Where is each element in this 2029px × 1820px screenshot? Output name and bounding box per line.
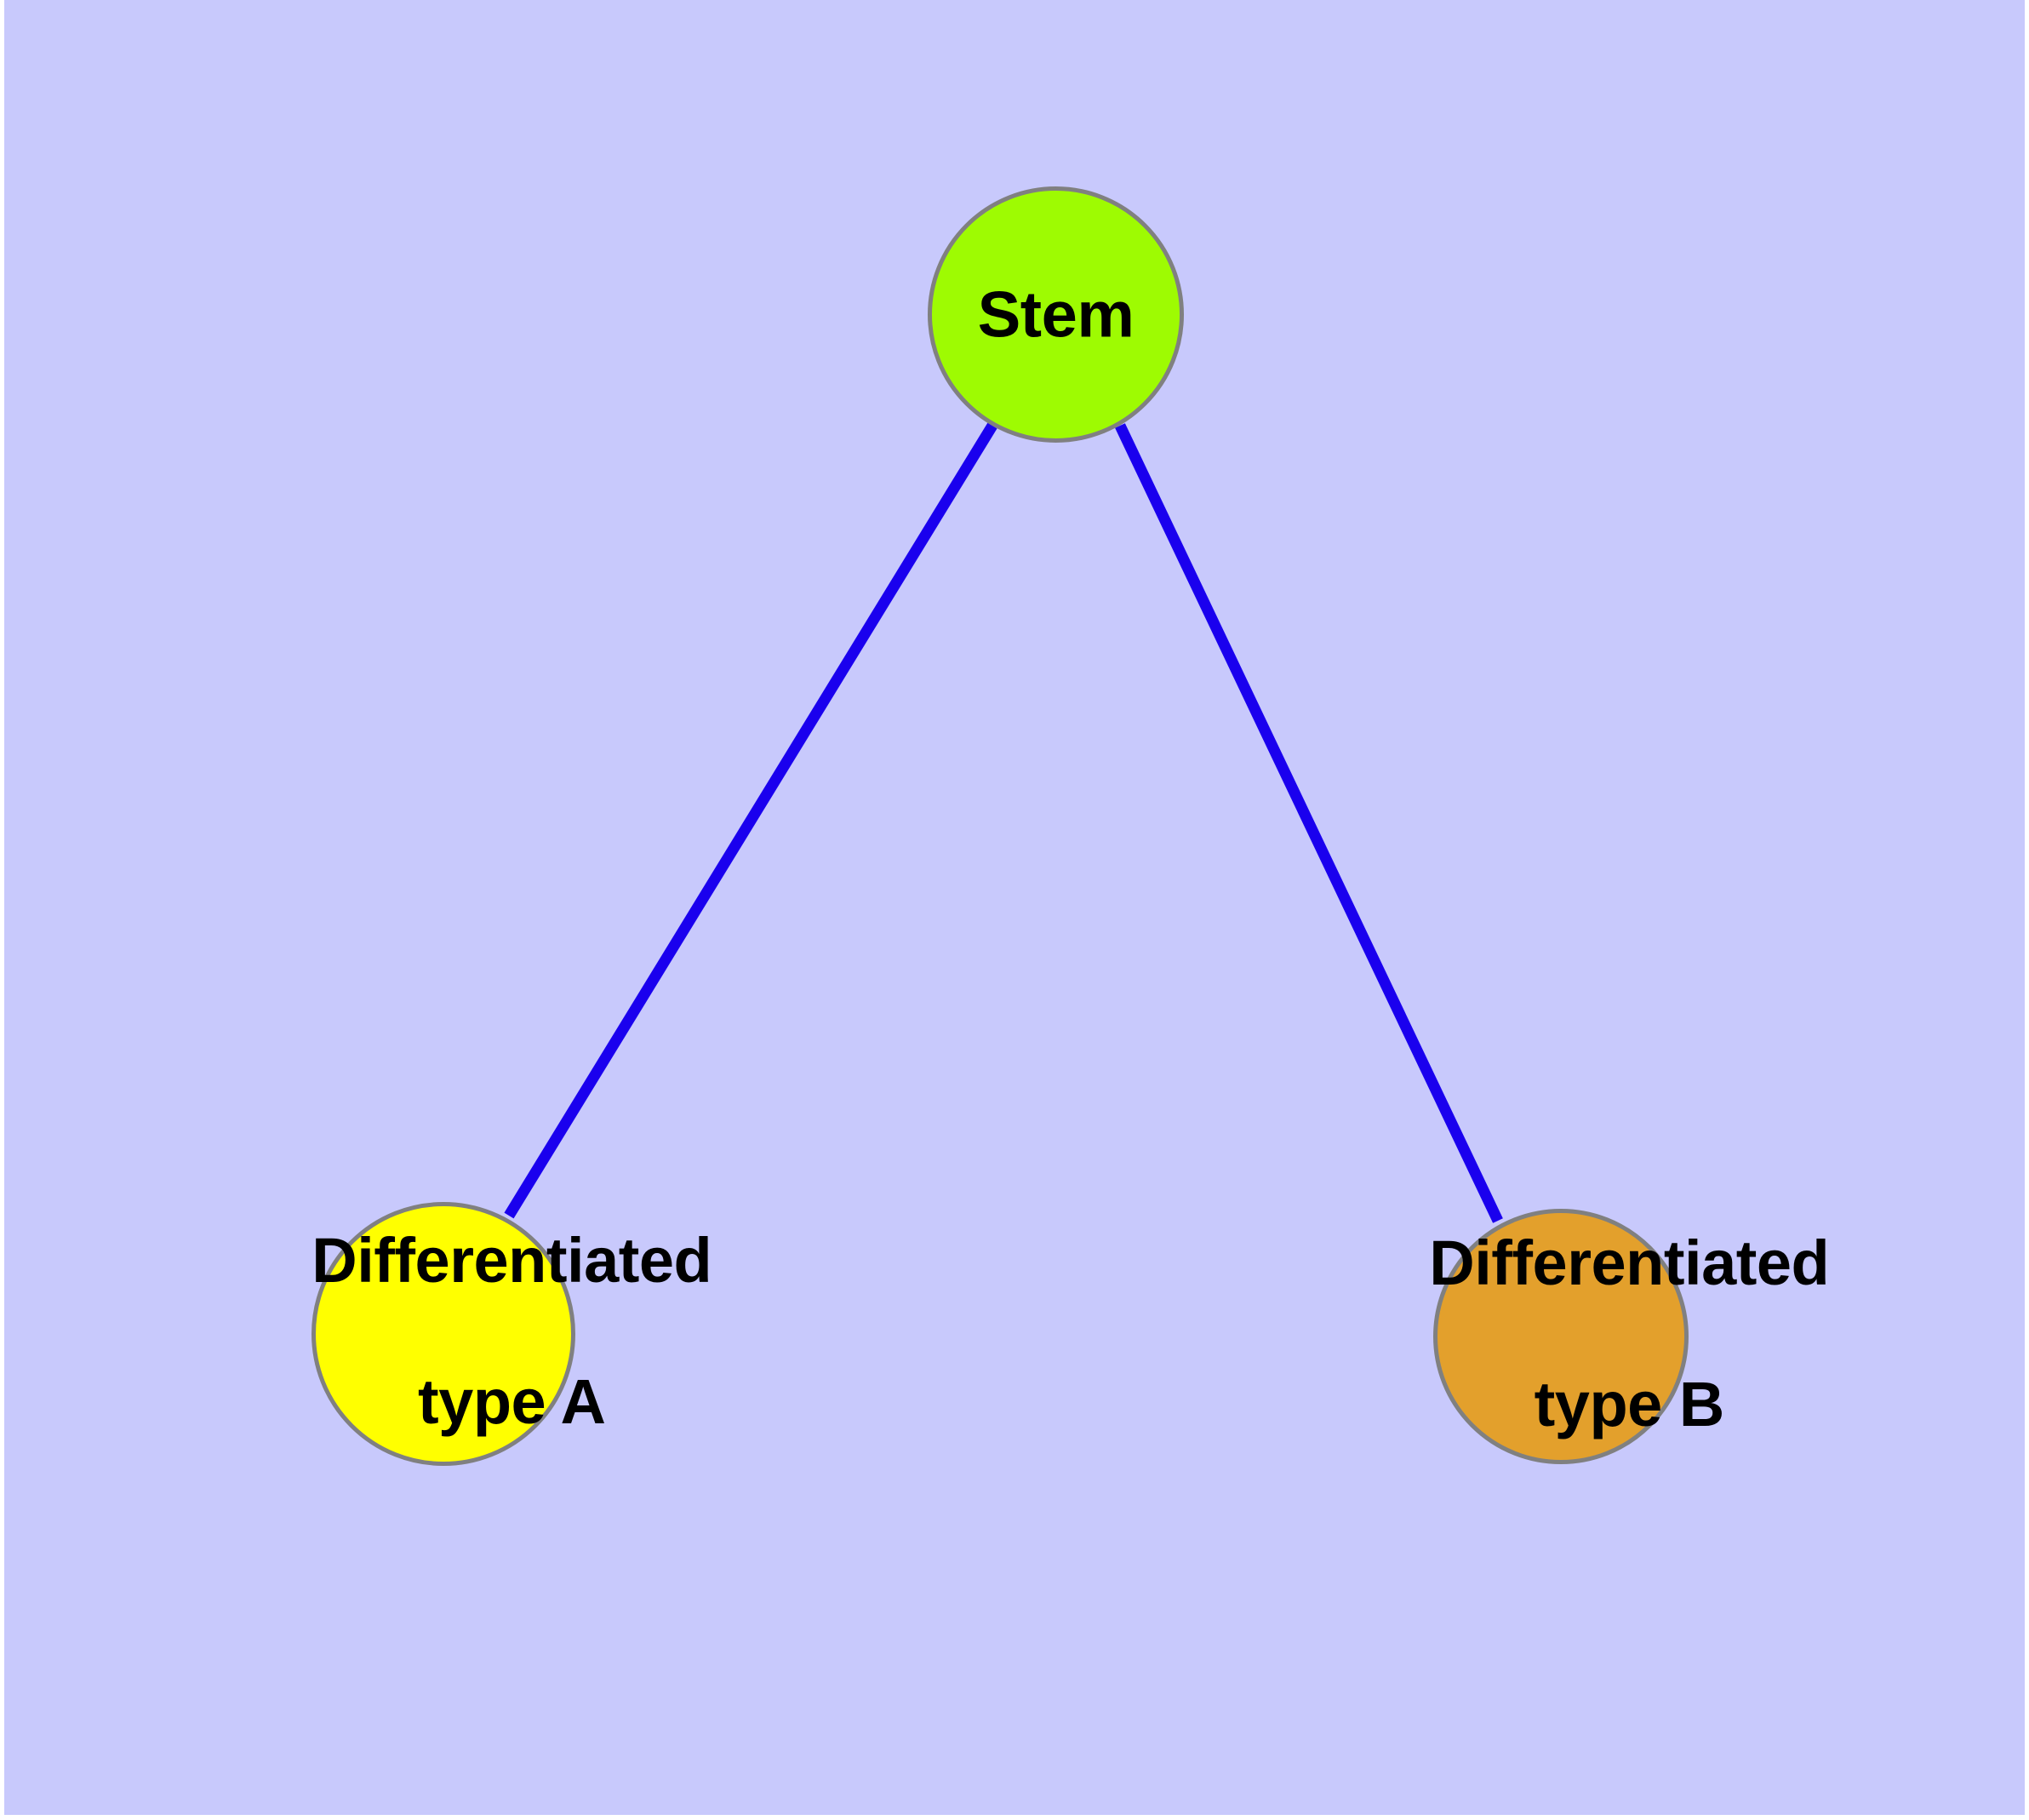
edge-stem-to-differentiated-type-a [504,422,997,1219]
node-differentiated-type-b-circle[interactable] [1433,1209,1689,1464]
edge-stem-to-differentiated-type-b [1115,423,1503,1223]
node-differentiated-type-a-circle[interactable] [311,1202,575,1466]
node-stem-circle[interactable] [928,186,1184,443]
node-stem[interactable]: Stem [928,186,1184,443]
node-differentiated-type-b[interactable]: Differentiated type B [1429,1209,1830,1464]
node-differentiated-type-a[interactable]: Differentiated type A [311,1202,712,1466]
